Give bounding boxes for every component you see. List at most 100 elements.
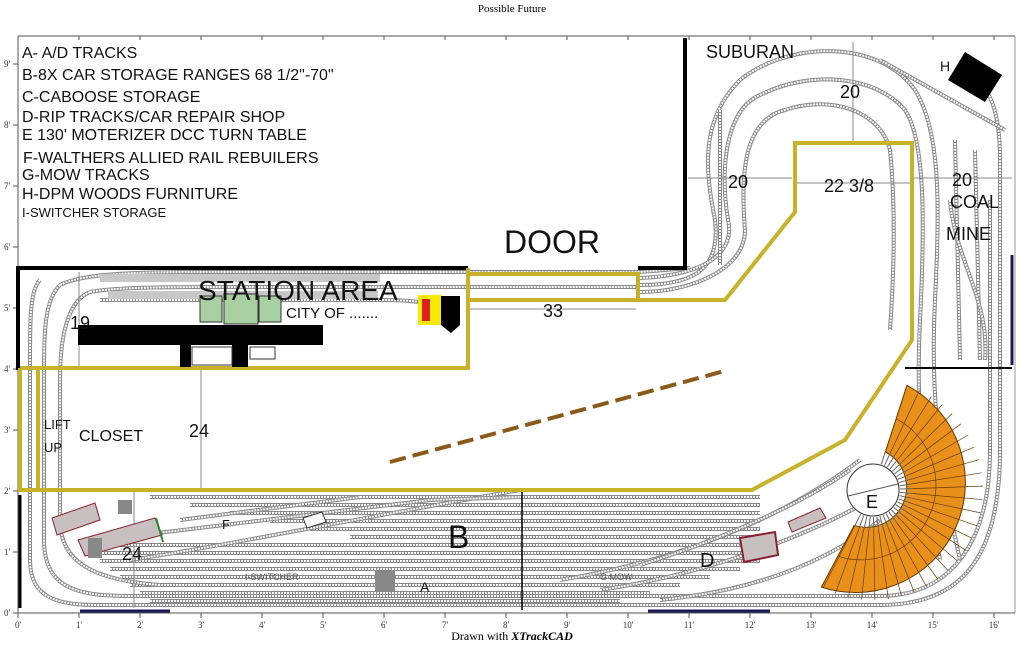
track-ties: [639, 469, 851, 566]
roundhouse-stall: [901, 413, 953, 463]
roundhouse: [820, 384, 983, 600]
roundhouse-stall: [897, 404, 943, 460]
y-tick-label: 3': [4, 425, 11, 435]
freight-car: [547, 412, 565, 421]
city-label: CITY OF .......: [286, 305, 378, 322]
roundhouse-midline: [837, 418, 937, 561]
y-tick-label: 7': [4, 181, 11, 191]
x-tick-label: 3': [198, 620, 205, 630]
track-ties: [974, 149, 981, 361]
engine-service-building: [787, 507, 827, 533]
city-building-red: [422, 299, 430, 321]
track-ties: [639, 78, 941, 561]
x-tick-label: 13': [806, 620, 817, 630]
station-roof-2: [223, 293, 259, 325]
marker-a: A: [420, 579, 430, 595]
freight-car: [659, 382, 677, 391]
rebuilders-shop: [51, 502, 101, 536]
station-area-label: STATION AREA: [198, 275, 398, 306]
track-ties: [89, 286, 640, 293]
freight-car: [479, 431, 497, 440]
turntable-radial-track: [899, 491, 913, 494]
legend-a: A- A/D TRACKS: [22, 45, 137, 62]
x-tick-label: 2': [137, 620, 144, 630]
turntable-radial-track: [899, 495, 913, 499]
marker-d: D: [700, 550, 714, 572]
marker-b: B: [448, 519, 469, 555]
freight-car: [592, 400, 610, 409]
roundhouse-body: [820, 384, 966, 594]
roundhouse-stall: [912, 493, 983, 500]
station-stair-1: [180, 345, 191, 367]
roundhouse-stall: [912, 497, 981, 514]
dim-label-suburban-left: 20: [728, 172, 748, 192]
lift-label: LIFT: [44, 417, 71, 432]
track-ties: [949, 199, 987, 361]
station-roof-3: [258, 295, 282, 323]
markers: A B D E F H I-SWITCHER G MOW: [222, 58, 950, 595]
benchwork-bridge: [468, 272, 640, 302]
station-annex-2: [249, 346, 276, 360]
y-tick-label: 5': [4, 303, 11, 313]
track-ties: [659, 519, 881, 601]
turntable-radial-track: [893, 506, 904, 517]
dimension-lines: [78, 42, 1012, 608]
track-ties: [639, 103, 895, 331]
legend: A- A/D TRACKS B-8X CAR STORAGE RANGES 68…: [22, 45, 334, 220]
track-ties: [59, 267, 691, 286]
turntable-radial-track: [898, 478, 912, 484]
freight-car: [682, 376, 700, 385]
turntable-radial-track: [889, 458, 899, 470]
track-ties: [43, 200, 991, 597]
turntable-radial-track: [858, 515, 865, 528]
up-label: UP: [44, 440, 62, 455]
roundhouse-stall: [896, 522, 938, 580]
track-ties: [639, 50, 961, 561]
legend-e: E 130' MOTERIZER DCC TURN TABLE: [22, 127, 307, 144]
coal-label: COAL: [950, 192, 999, 212]
turntable-bridge: [847, 483, 899, 497]
turntable-radial-track: [897, 501, 910, 508]
roundhouse-stall: [861, 529, 870, 600]
freight-car: [434, 443, 452, 452]
x-tick-label: 14': [867, 620, 878, 630]
roundhouse-stall: [912, 472, 982, 485]
yard-structures: [51, 500, 827, 592]
dim-label-coal: 20: [952, 170, 972, 190]
turntable-radial-track: [895, 504, 907, 513]
roundhouse-stall: [903, 515, 958, 561]
station-roof-1: [199, 295, 223, 323]
area-labels: DOOR SUBURAN STATION AREA CITY OF ......…: [44, 42, 999, 455]
x-tick-label: 9': [564, 620, 571, 630]
roundhouse-stall: [909, 446, 975, 475]
roundhouse-stall: [911, 459, 979, 480]
legend-g: G-MOW TRACKS: [22, 167, 150, 184]
x-tick-label: 10': [623, 620, 634, 630]
benchwork: [18, 141, 914, 492]
turntable-radial-track: [883, 453, 891, 466]
woods-furniture-building: [948, 52, 1002, 102]
turntable-radial-track: [885, 513, 893, 526]
benchwork-main: [18, 141, 914, 492]
roundhouse-stall: [893, 396, 932, 457]
turntable-radial-track: [892, 461, 903, 472]
freight-car: [457, 437, 474, 446]
station-building: [78, 325, 323, 345]
roundhouse-stall: [873, 529, 876, 600]
track-layer: [28, 49, 1006, 607]
wall-station: [16, 266, 468, 370]
marker-e: E: [866, 492, 878, 512]
small-building: [302, 511, 327, 529]
repair-building-door: [155, 517, 164, 543]
roundhouse-stall: [847, 528, 865, 598]
turntable-radial-track: [879, 515, 884, 529]
axis-ticks: 0'1'2'3'4'5'6'7'8'9'10'11'12'13'14'15'16…: [4, 36, 1000, 630]
roundhouse-stall: [878, 529, 889, 599]
turntable-radial-track: [886, 455, 895, 468]
x-tick-label: 4': [259, 620, 266, 630]
plan-title: Possible Future: [478, 3, 546, 15]
turntable-radial-track: [898, 498, 911, 504]
roundhouse-stall: [887, 526, 915, 593]
mine-label: MINE: [946, 224, 991, 244]
roundhouse-stall: [907, 434, 969, 471]
